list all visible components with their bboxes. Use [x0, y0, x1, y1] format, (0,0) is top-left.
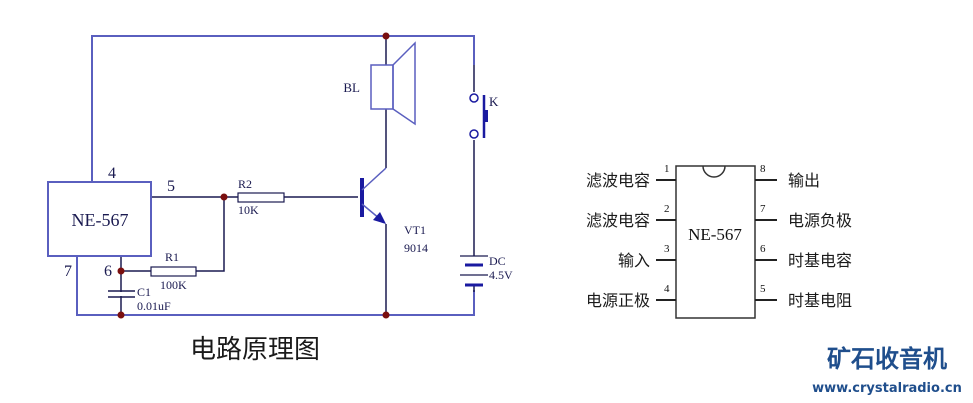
pin-function-label: 滤波电容 [586, 211, 650, 230]
pin-number: 2 [664, 203, 670, 215]
pin-label-6: 6 [104, 263, 112, 280]
battery-value: 4.5V [489, 268, 513, 282]
pin-number: 3 [664, 243, 670, 255]
speaker-label: BL [343, 80, 360, 95]
pin-label-7: 7 [64, 263, 72, 280]
pin-function-label: 时基电容 [788, 251, 852, 270]
junction-dot [220, 193, 228, 201]
chip-body [675, 165, 756, 319]
pin-function-label: 时基电阻 [788, 291, 852, 310]
junction-dot [117, 311, 125, 319]
ic-ne567-box [47, 181, 152, 257]
junction-dot [382, 32, 390, 40]
pin-number: 1 [664, 163, 670, 175]
blue-wires [76, 35, 475, 316]
r2-name: R2 [238, 177, 252, 191]
pinout-chip: NE-567 [675, 165, 756, 319]
resistor-r2 [237, 192, 285, 203]
wire-r1-right [196, 197, 225, 272]
chip-notch [702, 165, 726, 178]
pin-number: 6 [760, 243, 766, 255]
pin-function-label: 输入 [618, 251, 650, 270]
pin-function-label: 输出 [788, 171, 820, 190]
pin-function-label: 滤波电容 [586, 171, 650, 190]
transistor-model: 9014 [404, 241, 428, 255]
c1-value: 0.01uF [137, 299, 171, 313]
logo-name: 矿石收音机 [827, 345, 947, 373]
r1-value: 100K [160, 278, 187, 292]
pin-function-label: 电源正极 [586, 291, 650, 310]
switch-label: K [489, 94, 499, 109]
diagram-title: 电路原理图 [190, 335, 320, 365]
speaker-icon [370, 41, 416, 126]
pin-function-label: 电源负极 [788, 211, 852, 230]
pin-number: 4 [664, 283, 670, 295]
bottom-ground-wire [76, 256, 475, 316]
pin-number: 7 [760, 203, 766, 215]
pin-number: 8 [760, 163, 766, 175]
pin-number: 5 [760, 283, 766, 295]
chip-label: NE-567 [688, 225, 742, 244]
junction-dots [117, 32, 390, 319]
transistor-name: VT1 [404, 223, 426, 237]
capacitor-c1 [108, 290, 135, 298]
logo-url: www.crystalradio.cn [812, 381, 962, 396]
signal-wires [120, 36, 475, 315]
top-supply-wire [91, 35, 475, 182]
pin-label-4: 4 [108, 165, 116, 182]
left-pins: 1 滤波电容 2 滤波电容 3 输入 4 电源正极 [586, 163, 676, 310]
resistor-r1 [150, 266, 197, 277]
battery-name: DC [489, 254, 506, 268]
right-pins: 8 输出 7 电源负极 6 时基电容 5 时基电阻 [755, 163, 852, 310]
ic-label: NE-567 [72, 210, 129, 230]
pin-label-5: 5 [167, 178, 175, 195]
r2-value: 10K [238, 203, 259, 217]
npn-transistor-icon [360, 167, 387, 224]
junction-dot [117, 267, 125, 275]
battery-icon [460, 255, 488, 287]
junction-dot [382, 311, 390, 319]
push-switch-icon [469, 93, 488, 139]
c1-name: C1 [137, 285, 151, 299]
r1-name: R1 [165, 250, 179, 264]
